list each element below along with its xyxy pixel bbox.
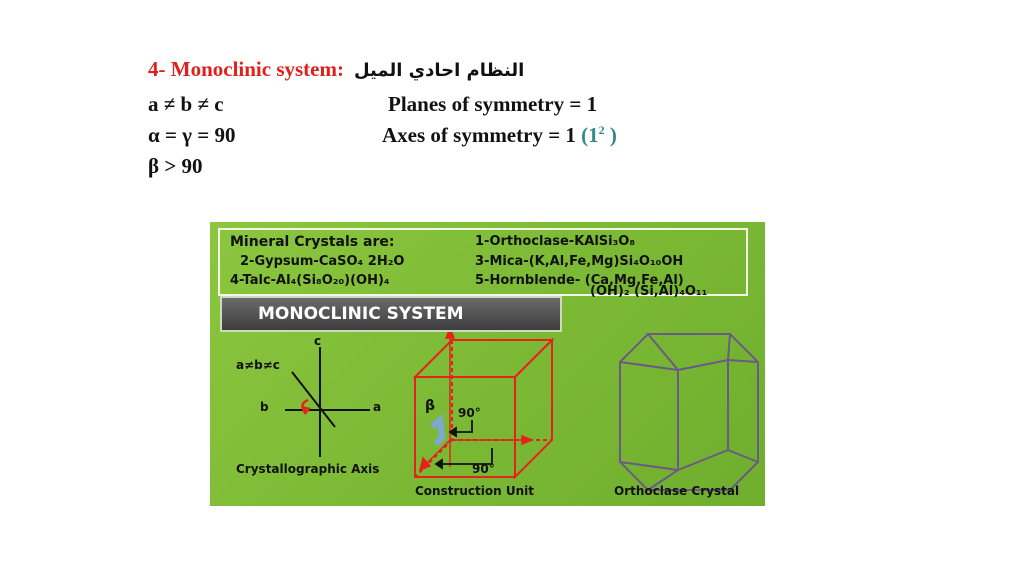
orthoclase-crystal [619, 333, 759, 491]
mineral-orthoclase: 1-Orthoclase-KAlSi₃O₈ [475, 234, 636, 249]
planes-of-symmetry: Planes of symmetry = 1 [388, 92, 598, 116]
b-axis-label: b [260, 400, 269, 414]
axes-fold-open: (1 [581, 123, 599, 147]
cube-b-axis [424, 439, 451, 466]
axis-condition-label: a≠b≠c [236, 358, 280, 372]
beta-label: β [425, 398, 436, 414]
slide-title: 4- Monoclinic system: النظام احادي الميل [148, 57, 524, 82]
construction-unit-cube [412, 337, 555, 480]
axis-length-relation: a ≠ b ≠ c [148, 92, 224, 116]
right-angle-markers [434, 420, 493, 470]
angle-bottom-label: 90° [472, 462, 495, 476]
minerals-box: Mineral Crystals are: 1-Orthoclase-KAlSi… [218, 228, 748, 296]
system-banner: MONOCLINIC SYSTEM [220, 296, 562, 332]
beta-relation: β > 90 [148, 154, 203, 178]
axes-fold-sup: 2 [598, 123, 605, 137]
axes-main-text: Axes of symmetry = 1 [382, 123, 582, 147]
mineral-mica: 3-Mica-(K,Al,Fe,Mg)Si₄O₁₀OH [475, 254, 684, 269]
axes-of-symmetry: Axes of symmetry = 1 (12 ) [382, 123, 617, 148]
axes-fold-close: ) [604, 123, 617, 147]
cube-side-face [514, 337, 553, 480]
minerals-title: Mineral Crystals are: [230, 234, 395, 250]
mineral-hornblende: 5-Hornblende- (Ca,Mg,Fe,Al) [475, 273, 684, 288]
unit-caption: Construction Unit [415, 484, 534, 498]
a-axis-label: a [373, 400, 382, 414]
angle-top-label: 90° [458, 406, 481, 420]
axis-caption: Crystallographic Axis [236, 462, 380, 476]
title-arabic: النظام احادي الميل [353, 60, 525, 81]
mineral-gypsum: 2-Gypsum-CaSO₄ 2H₂O [240, 254, 405, 269]
monoclinic-figure: Mineral Crystals are: 1-Orthoclase-KAlSi… [210, 222, 765, 506]
cube-top-face [412, 339, 555, 378]
mineral-hornblende-cont: (OH)₂ (Si,Al)₄O₁₁ [590, 284, 708, 299]
c-axis-label: c [314, 334, 322, 348]
beta-angle-arc [301, 398, 309, 415]
cube-hidden-edge-d [414, 439, 453, 478]
beta-arrow-head [302, 406, 311, 414]
beta-marker-shape [430, 413, 446, 446]
diagram-graphics [285, 325, 759, 491]
crystal-caption: Orthoclase Crystal [614, 484, 740, 498]
alpha-gamma-relation: α = γ = 90 [148, 123, 236, 147]
crystallographic-axes [285, 347, 370, 457]
cube-axis-arrows [418, 325, 535, 472]
b-axis-line [291, 371, 336, 428]
mineral-talc: 4-Talc-Al₄(Si₈O₂₀)(OH)₄ [230, 273, 390, 288]
title-prefix: 4- Monoclinic system: [148, 57, 344, 81]
